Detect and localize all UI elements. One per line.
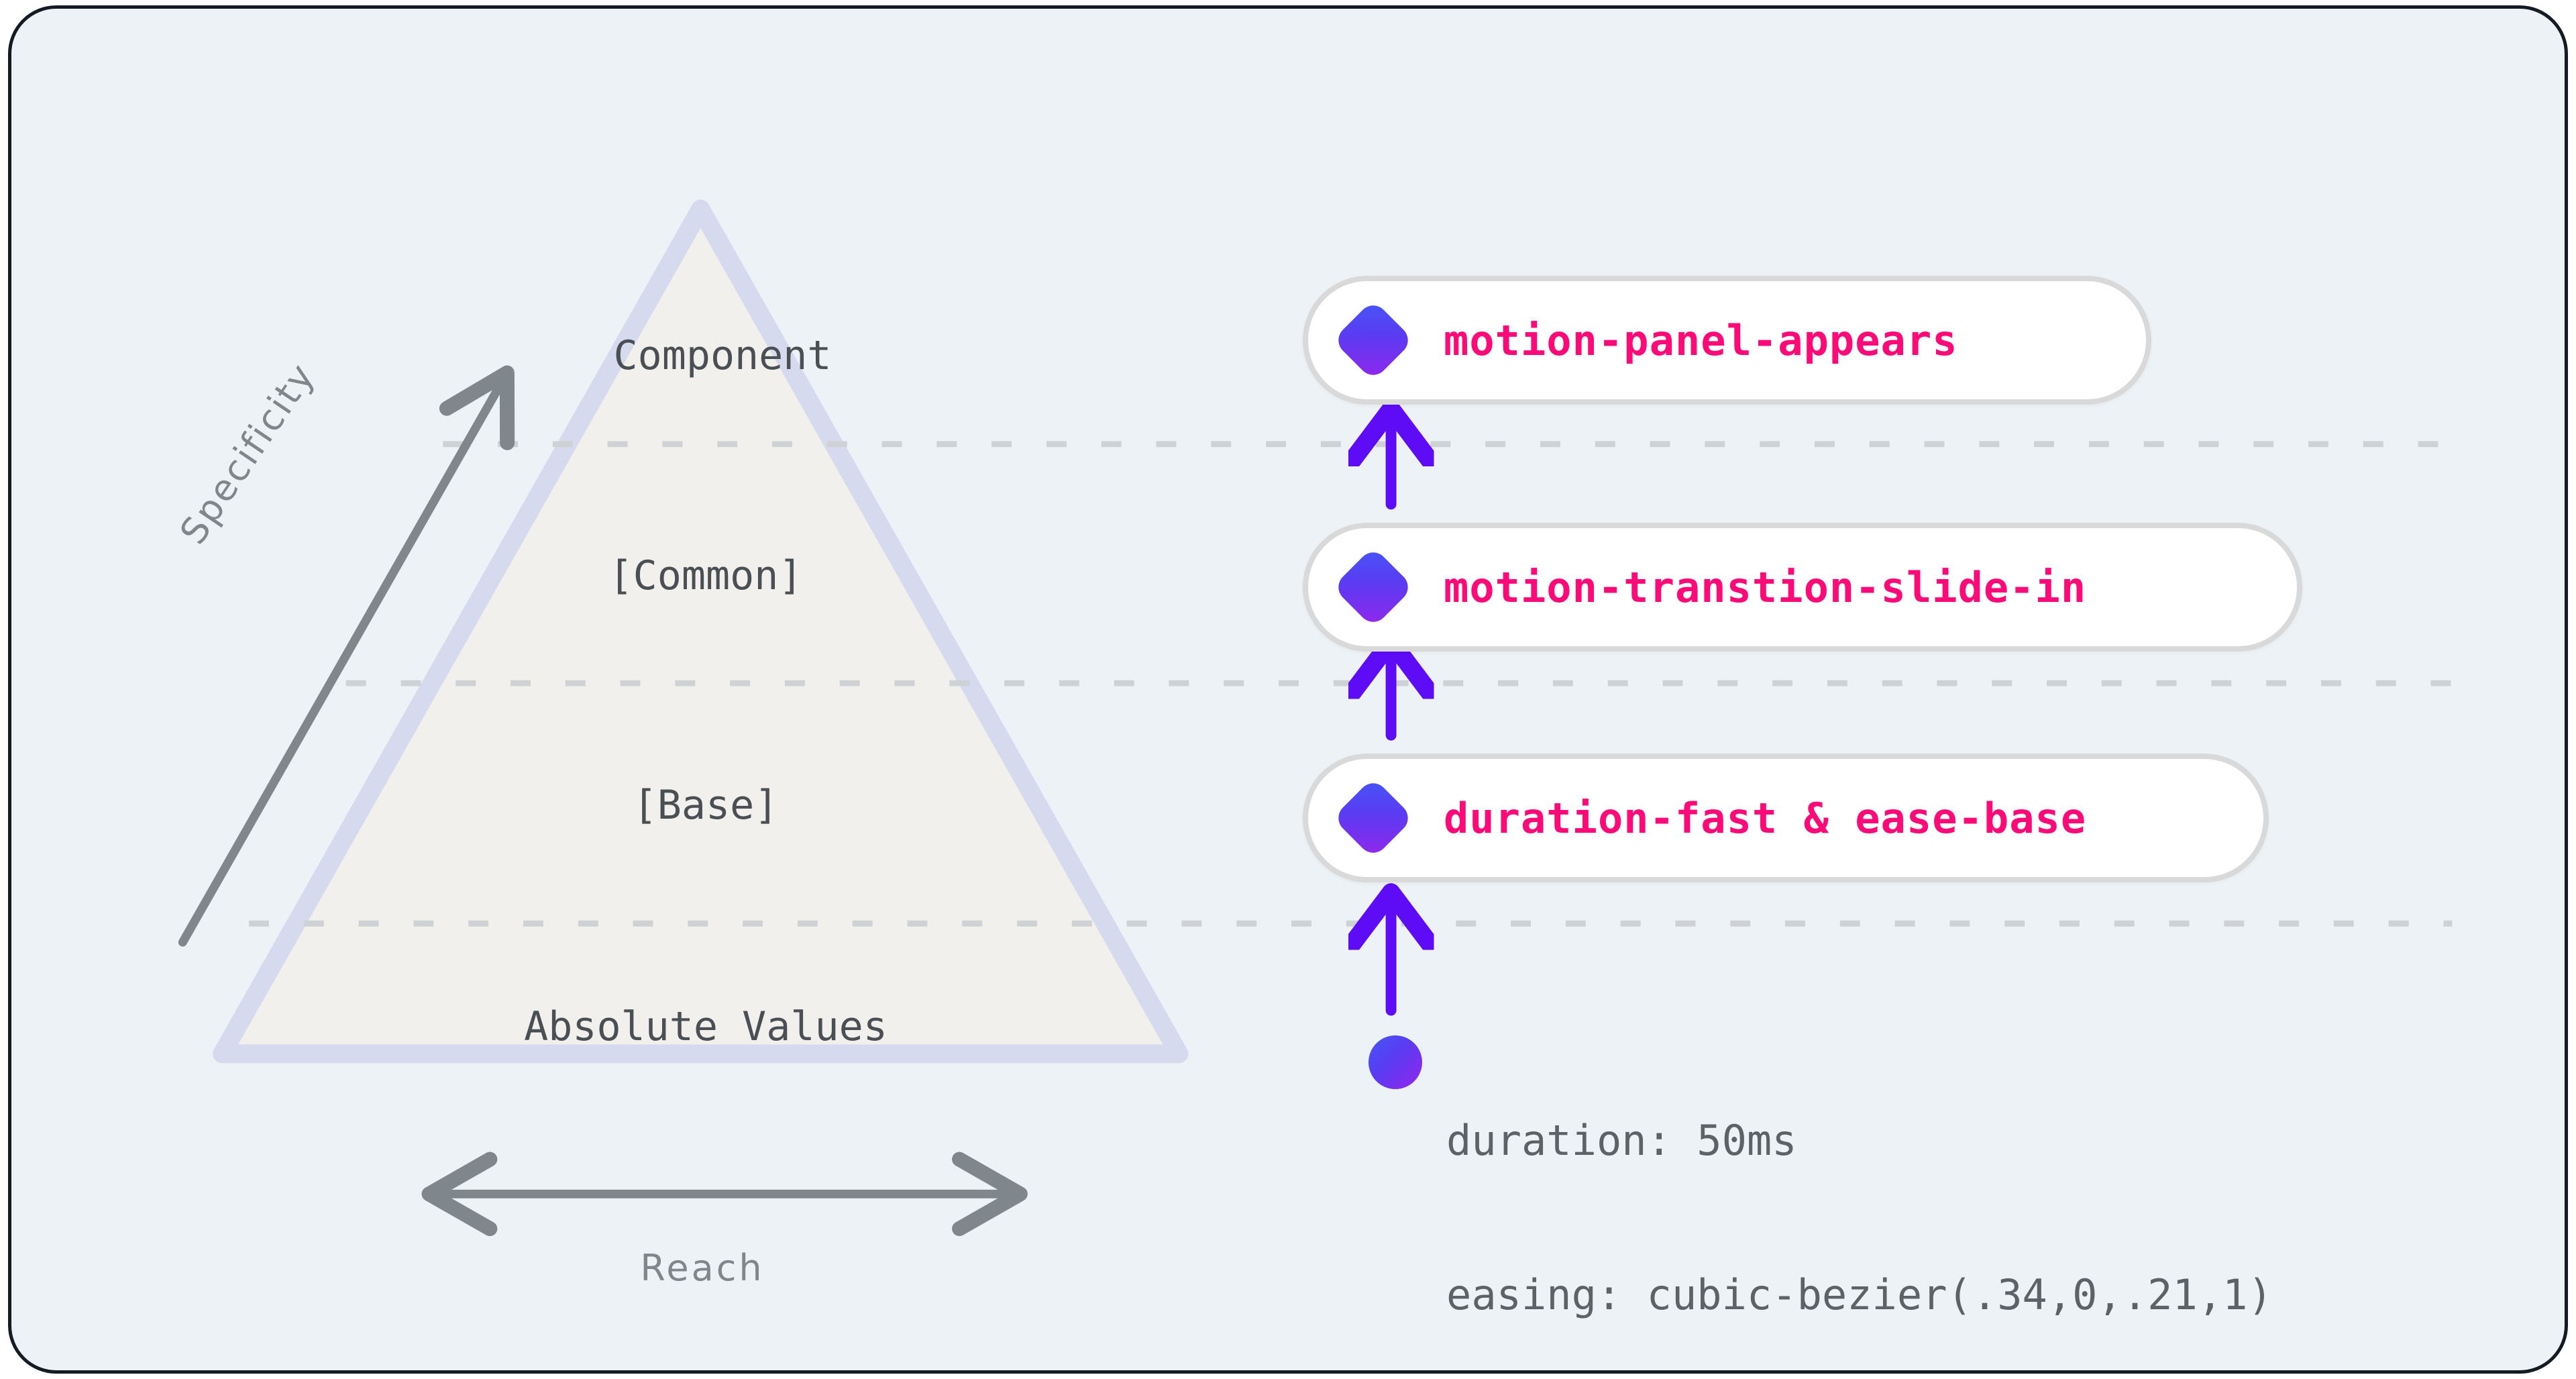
- pyramid-tier-label-common: [Common]: [608, 552, 803, 599]
- diagram-card: Component [Common] [Base] Absolute Value…: [8, 5, 2568, 1374]
- token-pill-label: duration-fast & ease-base: [1444, 793, 2087, 843]
- token-pill-base[interactable]: duration-fast & ease-base: [1303, 754, 2269, 882]
- diagram-stage: Component [Common] [Base] Absolute Value…: [11, 9, 2565, 1370]
- specificity-arrow: [178, 365, 515, 947]
- circle-marker-icon: [1368, 1035, 1422, 1089]
- absolute-values-easing-line: easing: cubic-bezier(.34,0,.21,1): [1446, 1270, 2273, 1320]
- diamond-marker-icon: [1332, 299, 1414, 381]
- diamond-marker-icon: [1332, 546, 1414, 628]
- token-pill-common[interactable]: motion-transtion-slide-in: [1303, 523, 2302, 652]
- pyramid-outline: [222, 209, 1179, 1054]
- pyramid-tier-label-component: Component: [613, 332, 832, 379]
- axis-label-reach: Reach: [640, 1247, 765, 1289]
- absolute-values-text: duration: 50ms easing: cubic-bezier(.34,…: [1446, 1012, 2273, 1370]
- diamond-marker-icon: [1332, 777, 1414, 859]
- diagram-vector-layer: [178, 9, 2453, 1237]
- token-pill-label: motion-panel-appears: [1444, 315, 1958, 365]
- token-pill-component[interactable]: motion-panel-appears: [1303, 276, 2151, 405]
- absolute-values-duration-line: duration: 50ms: [1446, 1115, 1797, 1165]
- token-pill-label: motion-transtion-slide-in: [1444, 562, 2087, 612]
- pyramid-shape: [222, 209, 1179, 1054]
- pyramid-tier-label-base: [Base]: [633, 782, 779, 829]
- pyramid-tier-label-absolute-values: Absolute Values: [524, 1003, 888, 1050]
